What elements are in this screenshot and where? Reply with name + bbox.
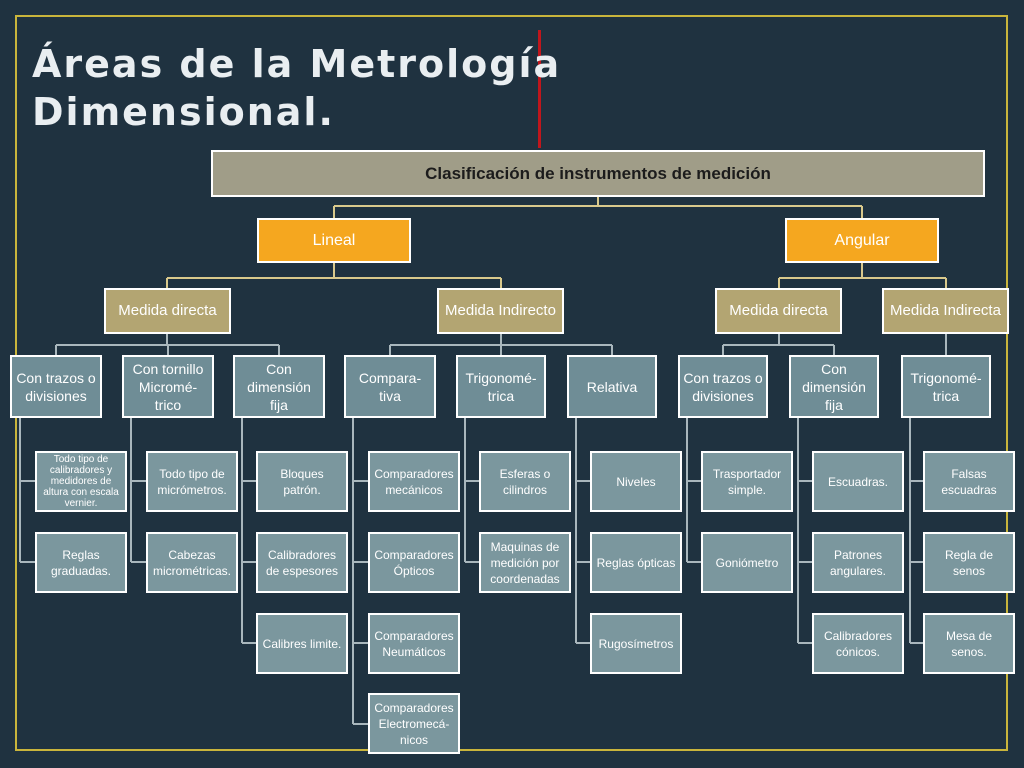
node-label: Medida directa [118, 302, 217, 319]
upper-connectors [166, 197, 947, 288]
node-label: Medida Indirecta [890, 302, 1001, 319]
leaf-esferas-cilindros: Esferas o cilindros [479, 451, 571, 512]
node-lineal-con-tornillo: Con tornillo Micromé-trico [122, 355, 214, 418]
leaf-label: Comparadores Ópticos [374, 547, 454, 578]
node-label: Medida Indirecto [445, 302, 556, 319]
leaf-maquinas-coordenadas: Maquinas de medición por coordenadas [479, 532, 571, 593]
root-node: Clasificación de instrumentos de medició… [211, 150, 985, 197]
leaf-label: Mesa de senos. [945, 628, 993, 659]
lower-connectors [19, 334, 947, 725]
leaf-label: Comparadores mecánicos [374, 466, 454, 497]
leaf-calibradores-conicos: Calibradores cónicos. [812, 613, 904, 674]
node-angular-dimension-fija: Con dimensión fija [789, 355, 879, 418]
leaf-escuadras: Escuadras. [812, 451, 904, 512]
leaf-label: Escuadras. [827, 474, 889, 489]
leaf-bloques-patron: Bloques patrón. [256, 451, 348, 512]
accent-line [538, 30, 541, 148]
node-comparativa: Compara-tiva [344, 355, 436, 418]
leaf-label: Comparadores Electromecá-nicos [374, 700, 454, 747]
leaf-label: Reglas graduadas. [50, 547, 112, 578]
node-lineal-trigonometrica: Trigonomé-trica [456, 355, 546, 418]
node-lineal-con-trazos: Con trazos o divisiones [10, 355, 102, 418]
node-label: Con trazos o divisiones [16, 369, 96, 404]
node-label: Con tornillo Micromé-trico [132, 360, 204, 413]
root-label: Clasificación de instrumentos de medició… [425, 163, 771, 183]
leaf-label: Trasportador simple. [712, 466, 782, 497]
leaf-comparadores-opticos: Comparadores Ópticos [368, 532, 460, 593]
node-label: Trigonomé-trica [910, 369, 982, 404]
node-angular-medida-indirecta: Medida Indirecta [882, 288, 1009, 334]
leaf-mesa-senos: Mesa de senos. [923, 613, 1015, 674]
leaf-micrometros: Todo tipo de micrómetros. [146, 451, 238, 512]
leaf-comparadores-electromecanicos: Comparadores Electromecá-nicos [368, 693, 460, 754]
node-label: Compara-tiva [358, 369, 422, 404]
node-lineal-medida-indirecto: Medida Indirecto [437, 288, 564, 334]
leaf-label: Esferas o cilindros [499, 466, 551, 497]
node-label: Con dimensión fija [802, 360, 866, 413]
node-label: Trigonomé-trica [465, 369, 537, 404]
node-angular-label: Angular [834, 231, 890, 249]
node-lineal-medida-directa: Medida directa [104, 288, 231, 334]
leaf-label: Maquinas de medición por coordenadas [490, 539, 560, 586]
leaf-comparadores-neumaticos: Comparadores Neumáticos [368, 613, 460, 674]
leaf-label: Cabezas micrométricas. [152, 547, 231, 578]
leaf-cabezas-micrometricas: Cabezas micrométricas. [146, 532, 238, 593]
leaf-label: Calibradores cónicos. [823, 628, 893, 659]
leaf-comparadores-mecanicos: Comparadores mecánicos [368, 451, 460, 512]
leaf-label: Patrones angulares. [829, 547, 887, 578]
node-angular-medida-directa: Medida directa [715, 288, 842, 334]
leaf-label: Niveles [616, 474, 656, 489]
node-angular-con-trazos: Con trazos o divisiones [678, 355, 768, 418]
node-angular-trigonometrica: Trigonomé-trica [901, 355, 991, 418]
leaf-label: Goniómetro [715, 555, 779, 570]
leaf-niveles: Niveles [590, 451, 682, 512]
leaf-rugosimetros: Rugosímetros [590, 613, 682, 674]
leaf-label: Bloques patrón. [280, 466, 324, 497]
leaf-label: Regla de senos [944, 547, 994, 578]
node-lineal-dimension-fija: Con dimensión fija [233, 355, 325, 418]
leaf-regla-senos: Regla de senos [923, 532, 1015, 593]
leaf-label: Todo tipo de micrómetros. [157, 466, 227, 497]
leaf-label: Reglas ópticas [596, 555, 676, 570]
leaf-patrones-angulares: Patrones angulares. [812, 532, 904, 593]
leaf-label: Todo tipo de calibradores y medidores de… [43, 454, 119, 509]
leaf-label: Rugosímetros [598, 636, 674, 651]
leaf-label: Calibradores de espesores [265, 547, 339, 578]
leaf-reglas-opticas: Reglas ópticas [590, 532, 682, 593]
node-label: Con trazos o divisiones [683, 369, 763, 404]
leaf-trasportador-simple: Trasportador simple. [701, 451, 793, 512]
leaf-label: Calibres limite. [262, 636, 342, 651]
node-angular: Angular [785, 218, 939, 263]
leaf-label: Comparadores Neumáticos [374, 628, 454, 659]
leaf-calibres-limite: Calibres limite. [256, 613, 348, 674]
leaf-falsas-escuadras: Falsas escuadras [923, 451, 1015, 512]
leaf-reglas-graduadas: Reglas graduadas. [35, 532, 127, 593]
leaf-label: Falsas escuadras [941, 466, 997, 497]
node-label: Con dimensión fija [247, 360, 311, 413]
slide-title: Áreas de la Metrología Dimensional. [32, 42, 562, 134]
node-lineal: Lineal [257, 218, 411, 263]
node-label: Medida directa [729, 302, 828, 319]
node-lineal-label: Lineal [312, 231, 356, 249]
node-label: Relativa [586, 378, 638, 395]
leaf-goniometro: Goniómetro [701, 532, 793, 593]
leaf-calibradores-vernier: Todo tipo de calibradores y medidores de… [35, 451, 127, 512]
node-relativa: Relativa [567, 355, 657, 418]
leaf-calibradores-espesores: Calibradores de espesores [256, 532, 348, 593]
